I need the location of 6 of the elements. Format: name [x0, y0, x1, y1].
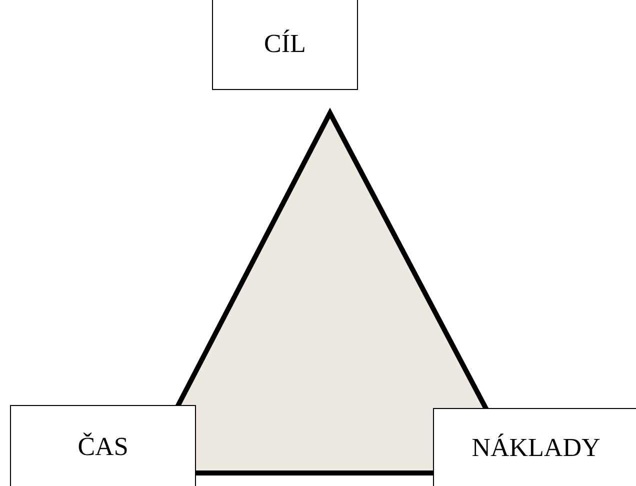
box-label: CÍL [264, 29, 306, 59]
label-box [433, 408, 636, 486]
box-label: NÁKLADY [472, 433, 600, 463]
label-box [212, 0, 358, 90]
box-label: ČAS [78, 432, 128, 462]
label-box [10, 405, 196, 486]
